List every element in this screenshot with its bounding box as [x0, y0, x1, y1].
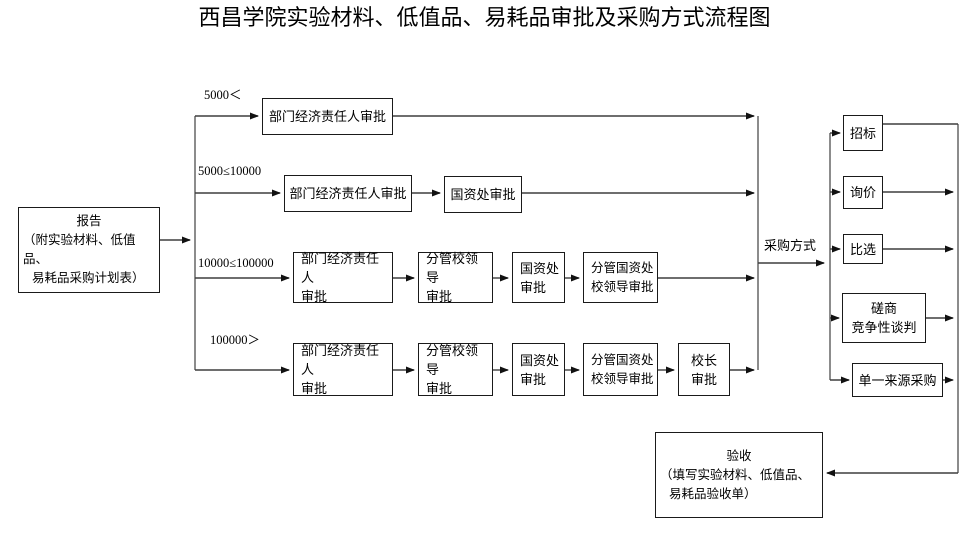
- node-state-assets-approval-r2: 国资处审批: [444, 176, 522, 213]
- report-line3: 易耗品采购计划表）: [32, 271, 145, 285]
- node-dept-approval-r2: 部门经济责任人审批: [284, 175, 412, 212]
- node-state-assets-approval-r4: 国资处 审批: [512, 343, 565, 396]
- node-dept-approval-r1: 部门经济责任人审批: [262, 98, 393, 135]
- node-method-competitive-negotiation: 磋商 竞争性谈判: [842, 293, 926, 343]
- node-method-bidding: 招标: [843, 115, 883, 151]
- node-acceptance: 验收 （填写实验材料、低值品、 易耗品验收单）: [655, 432, 823, 518]
- node-president-approval: 校长 审批: [678, 343, 730, 396]
- threshold-label-3: 10000≤100000: [198, 256, 274, 270]
- node-method-comparison: 比选: [843, 234, 883, 264]
- acceptance-title: 验收: [726, 448, 752, 463]
- node-vice-president-approval-r4: 分管校领导 审批: [418, 343, 493, 396]
- node-assets-vice-president-approval-r4: 分管国资处 校领导审批: [583, 343, 658, 396]
- threshold-label-4: 100000＞: [210, 333, 261, 347]
- node-assets-vice-president-approval-r3: 分管国资处 校领导审批: [583, 252, 658, 303]
- node-method-inquiry: 询价: [843, 176, 883, 209]
- node-report: 报告 （附实验材料、低值品、 易耗品采购计划表）: [18, 207, 160, 293]
- node-dept-approval-r3: 部门经济责任人 审批: [293, 251, 393, 304]
- threshold-label-1: 5000＜: [204, 88, 242, 102]
- acceptance-line3: 易耗品验收单）: [669, 486, 757, 501]
- node-dept-approval-r4: 部门经济责任人 审批: [293, 343, 393, 396]
- report-title: 报告: [76, 214, 102, 228]
- node-state-assets-approval-r3: 国资处 审批: [512, 252, 565, 303]
- acceptance-line2: （填写实验材料、低值品、: [660, 467, 811, 482]
- report-line2: （附实验材料、低值品、: [23, 233, 136, 266]
- page-title: 西昌学院实验材料、低值品、易耗品审批及采购方式流程图: [198, 5, 771, 30]
- threshold-label-2: 5000≤10000: [198, 164, 262, 178]
- node-method-single-source: 单一来源采购: [852, 363, 943, 397]
- purchase-mode-label: 采购方式: [764, 238, 817, 253]
- node-vice-president-approval-r3: 分管校领导 审批: [418, 251, 493, 304]
